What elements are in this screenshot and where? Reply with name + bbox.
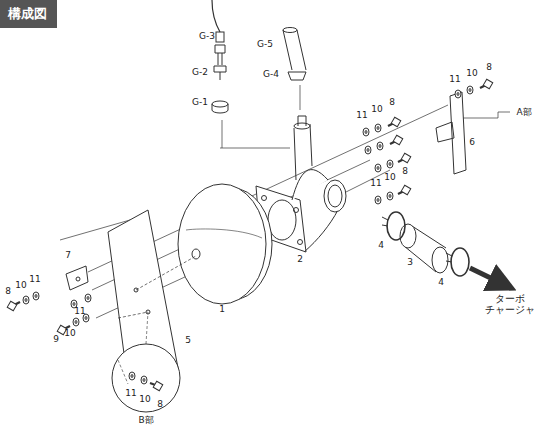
fastener-part <box>467 86 473 94</box>
fastener-part <box>401 153 411 163</box>
fastener-part <box>375 124 381 132</box>
fastener-part <box>379 145 381 148</box>
callout-number: 7 <box>65 251 71 261</box>
part-label: ターボ チャージャ <box>481 293 539 315</box>
callout-number: 11 <box>74 307 85 317</box>
fastener-part <box>377 127 379 130</box>
fastener-part <box>25 299 27 302</box>
fastener-part <box>153 381 163 391</box>
callout-number: 11 <box>125 389 136 399</box>
fastener-part <box>129 372 135 380</box>
fastener-part <box>387 192 393 200</box>
fastener-part <box>87 297 89 300</box>
part-label: B部 <box>138 416 153 426</box>
fastener-part <box>367 149 369 152</box>
callout-number: 10 <box>371 105 382 115</box>
callout-number: 1 <box>219 305 225 315</box>
fastener-part <box>391 117 401 127</box>
fastener-part <box>377 167 379 170</box>
fastener-part <box>7 301 17 311</box>
callout-number: 10 <box>64 329 75 339</box>
fastener-part <box>389 195 391 198</box>
callout-number: 5 <box>185 336 191 346</box>
fastener-part <box>387 160 393 168</box>
callout-number: 10 <box>15 281 26 291</box>
fastener-part <box>143 379 145 382</box>
callout-number: 9 <box>53 335 59 345</box>
callout-number: 8 <box>486 63 492 73</box>
fastener-part <box>375 164 381 172</box>
fastener-part <box>73 318 79 326</box>
callout-number: 8 <box>389 98 395 108</box>
callout-number: 11 <box>370 179 381 189</box>
fastener-part <box>483 79 493 89</box>
part-label: G-1 <box>192 98 208 108</box>
callout-number: 2 <box>297 255 303 265</box>
fastener-part <box>33 292 39 300</box>
fastener-part <box>401 185 411 195</box>
fastener-part <box>393 135 403 145</box>
callout-number: 4 <box>438 278 444 288</box>
fastener-part <box>23 296 29 304</box>
fastener-part <box>75 321 77 324</box>
fastener-part <box>455 90 461 98</box>
fastener-part <box>131 375 133 378</box>
fastener-part <box>35 295 37 298</box>
callout-number: 6 <box>469 138 475 148</box>
callout-number: 8 <box>402 167 408 177</box>
callout-number: 10 <box>139 395 150 405</box>
callout-number: 3 <box>407 258 413 268</box>
fastener-part <box>363 128 369 136</box>
part-label: G-4 <box>263 70 279 80</box>
callout-number: 8 <box>5 287 11 297</box>
fastener-part <box>85 294 91 302</box>
fastener-part <box>85 317 87 320</box>
title-heading: 構成図 <box>0 0 57 28</box>
callout-number: 11 <box>356 111 367 121</box>
fastener-part <box>377 142 383 150</box>
fastener-part <box>73 303 75 306</box>
fastener-part <box>469 89 471 92</box>
callout-number: 8 <box>157 400 163 410</box>
callout-number: 4 <box>378 241 384 251</box>
fastener-part <box>377 199 379 202</box>
part-label: G-5 <box>257 40 273 50</box>
callout-number: 10 <box>384 173 395 183</box>
fastener-part <box>365 146 371 154</box>
callout-number: 11 <box>29 275 40 285</box>
part-label: G-3 <box>199 32 215 42</box>
part-label: A部 <box>516 108 531 118</box>
fastener-part <box>141 376 147 384</box>
fastener-part <box>375 196 381 204</box>
part-label: G-2 <box>192 68 208 78</box>
fastener-part <box>365 131 367 134</box>
fastener-part <box>389 163 391 166</box>
callout-number: 10 <box>466 69 477 79</box>
callout-number: 11 <box>449 75 460 85</box>
fastener-part <box>457 93 459 96</box>
